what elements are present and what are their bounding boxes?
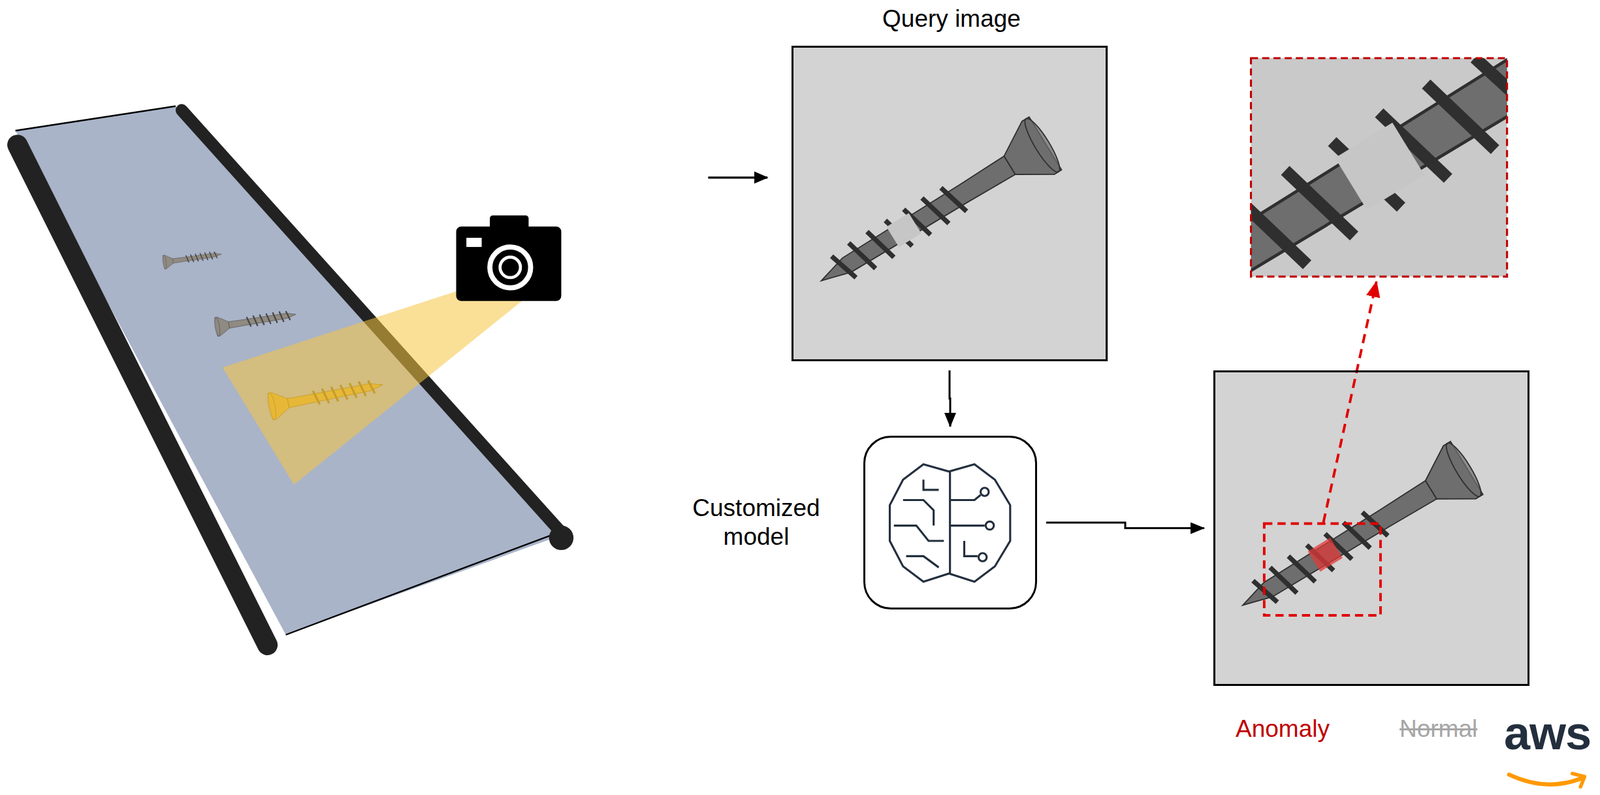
status-label: Anomaly [1235,714,1330,744]
result-screw [1226,439,1486,632]
zoom-arrow [1323,281,1376,523]
conveyor-belt [15,105,575,645]
camera-icon [456,215,562,302]
result-photo [1213,370,1530,686]
flow-arrow [949,370,951,427]
logo-text: aws [1504,709,1591,757]
belt-roller-end [549,525,574,550]
query-photo [792,45,1109,362]
aws-smile-tip [1572,773,1585,787]
belt-edge [286,530,564,635]
flow-arrow [1046,522,1205,529]
screw [213,304,298,337]
camera-beam [222,283,526,485]
belt-edge [15,105,176,130]
zoom-screw [1251,58,1508,277]
image-box: Query image [791,45,1108,362]
query-screw [805,114,1065,307]
status-label: Normal [1399,714,1478,744]
zoom-frame [1251,58,1508,277]
node-heading: Query image [793,4,1110,34]
image-box: AnomalyNormal [1213,370,1530,686]
belt-roller [17,144,268,646]
input-arrow [707,176,768,179]
model-box: Customized model [863,435,1038,610]
aws-smile [1509,774,1581,785]
anomaly-box [1264,523,1381,616]
brain-circuit-icon [889,464,1010,582]
belt-roller [181,110,563,535]
belt-surface [15,105,569,635]
input-arrow-head [754,176,768,179]
model-label: Customized model [681,493,832,552]
screw [161,247,223,270]
